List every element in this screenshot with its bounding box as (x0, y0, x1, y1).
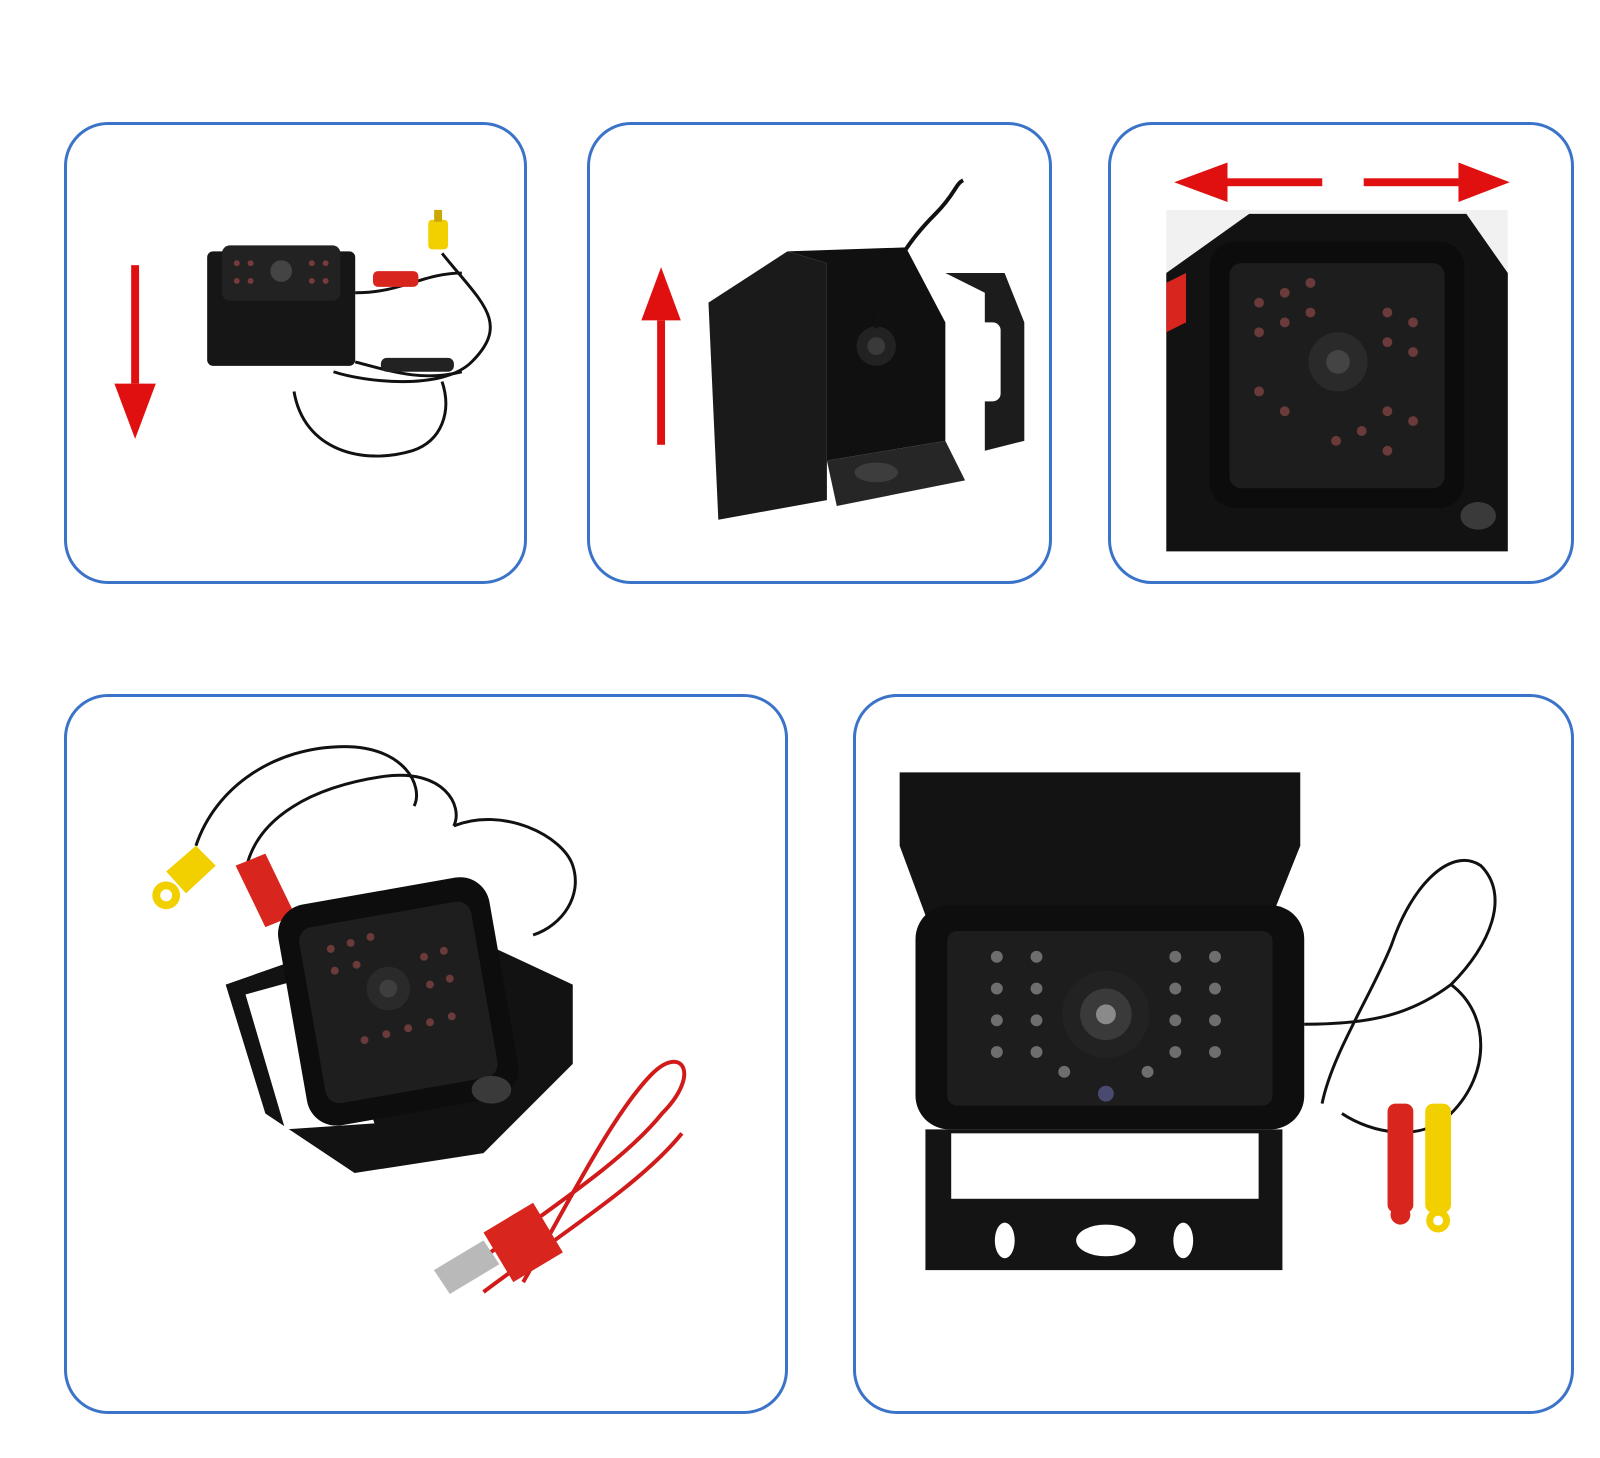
cables (1304, 859, 1497, 1134)
cable (874, 178, 965, 329)
camera-top-view-image (114, 209, 492, 458)
dc-power-plug (433, 1202, 563, 1294)
rca-red-connector (372, 271, 419, 287)
arrow-right-icon (1363, 162, 1510, 202)
camera-front-view-image (899, 772, 1497, 1271)
camera-body (1166, 209, 1508, 552)
panel-camera-front (853, 694, 1574, 1414)
cables (194, 745, 577, 937)
camera-body (708, 247, 1025, 520)
rca-red-connector (1387, 1103, 1414, 1225)
camera-kit-image (152, 745, 687, 1294)
arrow-up-icon (641, 267, 681, 445)
rca-yellow-connector (152, 845, 216, 910)
panel-tilt-down (64, 122, 527, 584)
panel-tilt-up (587, 122, 1052, 584)
inline-connector (380, 357, 454, 372)
arrow-left-icon (1174, 162, 1323, 202)
camera-side-view-image (641, 178, 1025, 520)
camera-body (207, 245, 356, 366)
rca-yellow-connector (1425, 1103, 1452, 1233)
camera-closeup-image (1166, 162, 1510, 552)
rca-yellow-connector (428, 209, 448, 250)
panel-camera-kit (64, 694, 788, 1414)
rca-red-connector (235, 853, 296, 928)
arrow-down-icon (114, 265, 156, 439)
camera-body (899, 772, 1305, 1271)
camera-body (225, 877, 573, 1173)
panel-rotate-left-right (1108, 122, 1574, 584)
